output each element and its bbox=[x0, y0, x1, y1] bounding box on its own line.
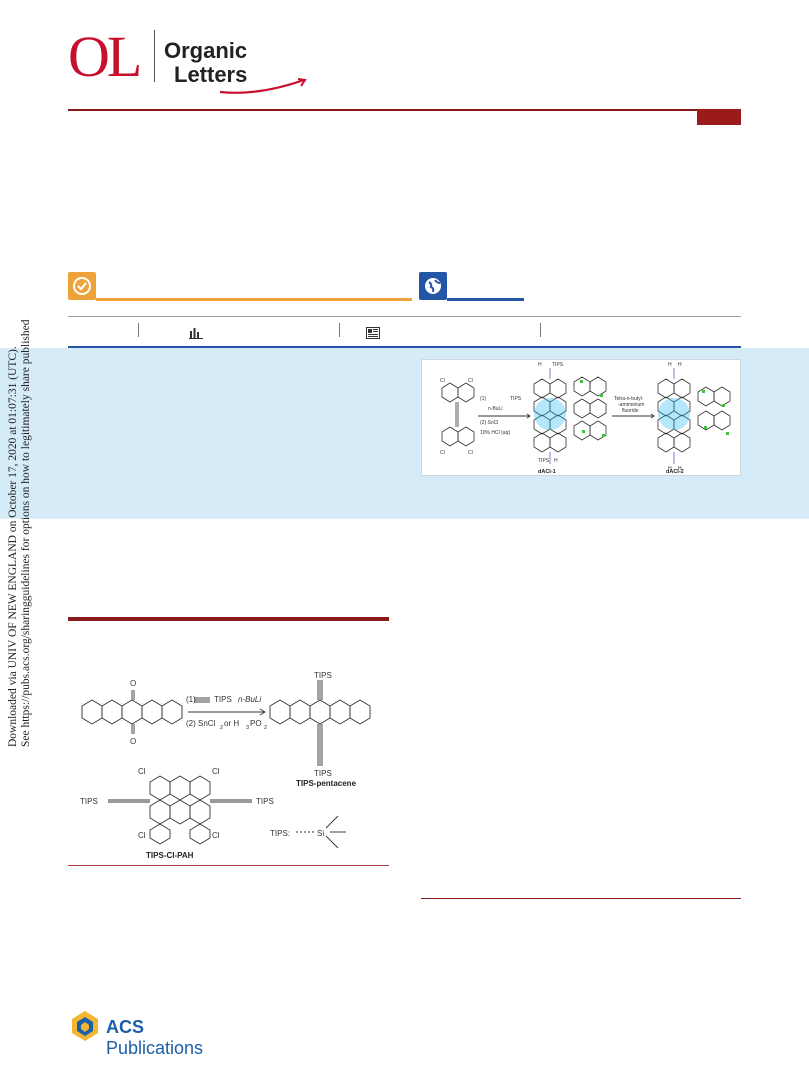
journal-name-line2: Letters bbox=[174, 62, 248, 87]
fig-tips-left: TIPS bbox=[80, 797, 98, 806]
fig-nbuli: n-BuLi bbox=[238, 695, 261, 704]
fig-tips-reagent: TIPS bbox=[214, 695, 232, 704]
metrics-separator bbox=[138, 323, 139, 337]
toc-tips-bottom: TIPS bbox=[538, 458, 550, 464]
toc-fluoride-1: Tetra-n-butyl- bbox=[614, 396, 644, 402]
toc-graphic: Cl Cl Cl Cl (1) TIPS n-BuLi (2) SnCl 10%… bbox=[421, 359, 741, 476]
cl-label: Cl bbox=[468, 378, 473, 384]
journal-logo-mark: OL bbox=[68, 24, 142, 89]
metrics-bottom-rule bbox=[68, 346, 741, 348]
toc-h: H bbox=[538, 362, 542, 368]
toc-label-dacl1: dACl-1 bbox=[538, 469, 556, 475]
toc-h: H bbox=[668, 362, 672, 368]
toc-step1: (1) bbox=[480, 396, 486, 402]
fig-step1: (1) bbox=[186, 695, 196, 704]
download-note-line1: Downloaded via UNIV OF NEW ENGLAND on Oc… bbox=[7, 346, 19, 747]
fig-cl: Cl bbox=[212, 831, 220, 840]
fig-tips-bottom: TIPS bbox=[314, 769, 332, 778]
fig-step2: (2) SnCl bbox=[186, 719, 216, 728]
acs-wordmark: ACS Publications bbox=[106, 1017, 238, 1059]
newspaper-icon[interactable] bbox=[366, 326, 380, 344]
fig-sub2: 2 bbox=[264, 725, 267, 731]
fig-si: Si bbox=[317, 829, 324, 838]
metrics-separator bbox=[339, 323, 340, 337]
metrics-top-rule bbox=[68, 316, 741, 317]
fig-oxygen-top: O bbox=[130, 679, 136, 688]
metrics-separator bbox=[540, 323, 541, 337]
toc-nbuli: n-BuLi bbox=[488, 406, 502, 412]
fig-step2-po: PO bbox=[250, 719, 262, 728]
fig-step2-or: or H bbox=[224, 719, 239, 728]
fig-cl: Cl bbox=[212, 767, 220, 776]
toc-h: H bbox=[668, 466, 672, 472]
download-note: Downloaded via UNIV OF NEW ENGLAND on Oc… bbox=[2, 280, 46, 748]
fig-oxygen-bottom: O bbox=[130, 737, 136, 746]
figure-1: O O (1) TIPS n-BuLi (2) SnCl 2 or H 3 PO… bbox=[68, 671, 389, 862]
globe-icon[interactable] bbox=[419, 272, 447, 300]
fig-label-tips-pentacene: TIPS-pentacene bbox=[296, 779, 357, 788]
logo-divider bbox=[154, 30, 155, 82]
toc-fluoride-3: fluoride bbox=[622, 408, 639, 414]
open-access-rule bbox=[96, 298, 412, 301]
cl-label: Cl bbox=[440, 378, 445, 384]
toc-h: H bbox=[678, 362, 682, 368]
acs-wordmark-bold: ACS bbox=[106, 1017, 145, 1037]
footnote-rule bbox=[421, 898, 741, 899]
cl-label: Cl bbox=[440, 450, 445, 456]
fig-tips-right: TIPS bbox=[256, 797, 274, 806]
logo-swoosh-icon bbox=[219, 78, 307, 94]
journal-name-line1: Organic bbox=[164, 38, 248, 63]
toc-acid: 10% HCl (aq) bbox=[480, 430, 510, 436]
toc-tips-top: TIPS bbox=[552, 362, 564, 368]
toc-step2: (2) SnCl bbox=[480, 420, 498, 426]
header-rule bbox=[68, 109, 741, 111]
fig-sub2: 2 bbox=[220, 725, 223, 731]
fig-cl: Cl bbox=[138, 831, 146, 840]
cl-label: Cl bbox=[468, 450, 473, 456]
download-note-line2[interactable]: See https://pubs.acs.org/sharingguidelin… bbox=[20, 280, 32, 747]
journal-logo[interactable]: OL Organic Letters bbox=[68, 24, 307, 96]
acs-wordmark-rest: Publications bbox=[106, 1038, 204, 1058]
acs-hexagon-icon bbox=[72, 1011, 98, 1041]
fig-tips-def: TIPS: bbox=[270, 829, 290, 838]
header-tab bbox=[697, 109, 741, 125]
toc-label-dacl2: dACl-2 bbox=[666, 469, 684, 475]
fig-sub3: 3 bbox=[246, 725, 249, 731]
abstract-bottom-rule bbox=[0, 518, 809, 519]
fig-tips-top: TIPS bbox=[314, 672, 332, 680]
toc-h: H bbox=[678, 466, 682, 472]
toc-tips-reagent: TIPS bbox=[510, 396, 522, 402]
bar-chart-icon[interactable] bbox=[189, 326, 203, 344]
fig-cl: Cl bbox=[138, 767, 146, 776]
access-rule bbox=[447, 298, 524, 301]
figure-bottom-rule bbox=[68, 865, 389, 866]
fig-label-tips-cl-pah: TIPS-Cl-PAH bbox=[146, 851, 194, 860]
acs-publications-logo[interactable]: ACS Publications bbox=[68, 1008, 238, 1058]
toc-fluoride-2: -ammonium bbox=[618, 402, 644, 408]
check-circle-icon[interactable] bbox=[68, 272, 96, 300]
toc-h: H bbox=[554, 458, 558, 464]
figure-top-rule bbox=[68, 617, 389, 621]
